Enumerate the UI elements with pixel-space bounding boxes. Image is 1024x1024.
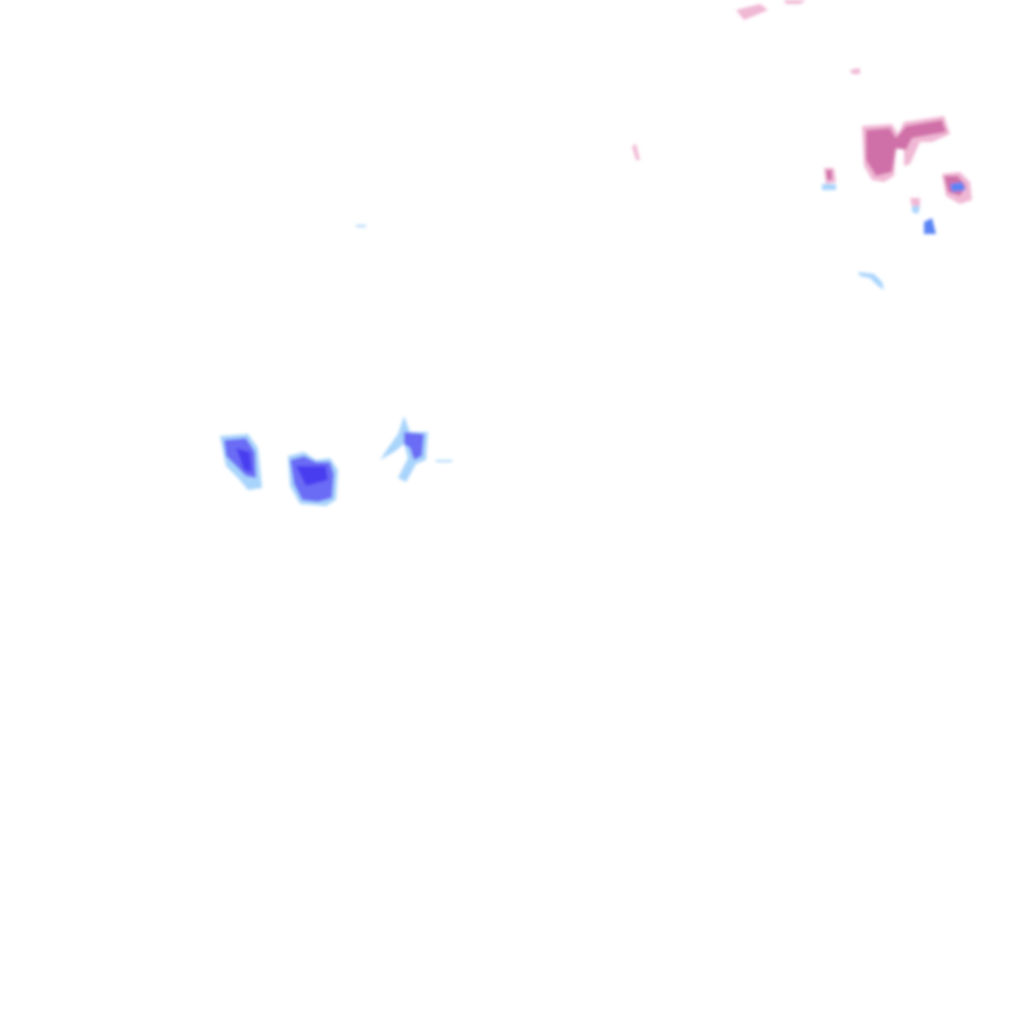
precipitation-blob [950, 182, 966, 192]
precipitation-blob [822, 184, 836, 190]
precipitation-blob [826, 170, 832, 180]
precipitation-blob [632, 144, 640, 160]
precipitation-blob [858, 272, 884, 290]
precipitation-blob [356, 225, 366, 227]
precipitation-blob [850, 68, 860, 74]
mixed-cell-northeast [632, 0, 972, 290]
precipitation-blob [236, 448, 252, 472]
rain-cell-east-streak [356, 225, 452, 482]
rain-cell-west [220, 434, 262, 490]
precipitation-blob [404, 432, 424, 460]
precipitation-blob [910, 198, 920, 206]
precipitation-blob [784, 0, 806, 4]
precipitation-blob [912, 206, 920, 214]
precipitation-blob [436, 460, 452, 462]
precipitation-blob [924, 218, 936, 234]
precipitation-blob [380, 416, 428, 482]
rain-cell-center [288, 452, 338, 506]
precipitation-blob [736, 4, 768, 20]
precipitation-blob [866, 120, 946, 176]
precipitation-blob [296, 466, 328, 486]
